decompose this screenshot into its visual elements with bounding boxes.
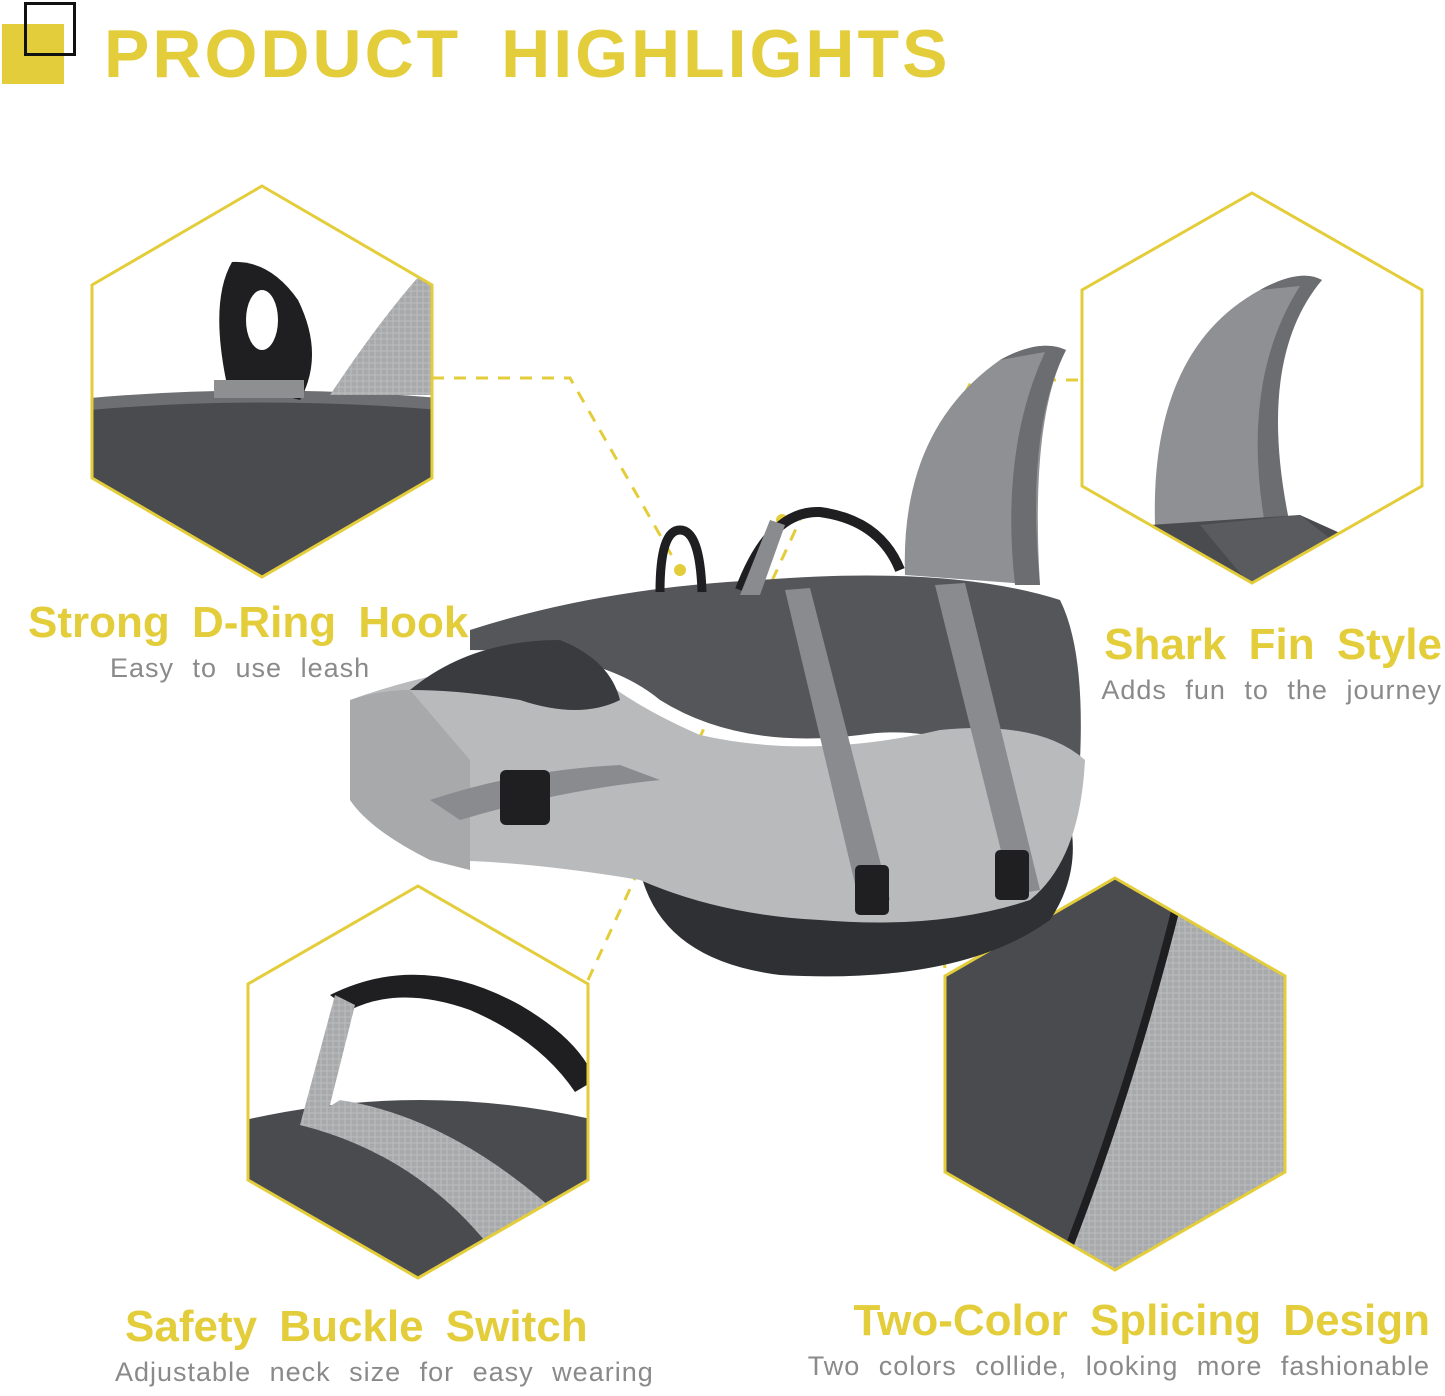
- title-square-icon: [2, 2, 80, 84]
- callout-dot-dring: [672, 562, 688, 578]
- detail-hexagon-fin: [1082, 193, 1422, 583]
- feature-title: Strong D-Ring Hook: [28, 598, 469, 647]
- detail-hexagon-buckle: [248, 886, 588, 1278]
- page-title: PRODUCT HIGHLIGHTS: [104, 16, 951, 92]
- feature-description: Adjustable neck size for easy wearing: [115, 1357, 654, 1387]
- feature-description: Easy to use leash: [110, 653, 371, 683]
- feature-shark-fin: Shark Fin Style Adds fun to the journey: [1080, 620, 1442, 706]
- feature-title: Shark Fin Style: [1104, 620, 1442, 669]
- shark-life-jacket: [350, 345, 1085, 977]
- feature-description: Adds fun to the journey: [1101, 675, 1442, 705]
- callout-line-dring: [432, 376, 682, 571]
- feature-dring-hook: Strong D-Ring Hook Easy to use leash: [28, 598, 468, 684]
- feature-description: Two colors collide, looking more fashion…: [807, 1351, 1430, 1381]
- feature-title: Two-Color Splicing Design: [853, 1296, 1430, 1345]
- detail-hexagon-dring: [92, 186, 432, 577]
- feature-two-color-splicing: Two-Color Splicing Design Two colors col…: [785, 1296, 1430, 1382]
- feature-title: Safety Buckle Switch: [125, 1302, 588, 1351]
- feature-safety-buckle: Safety Buckle Switch Adjustable neck siz…: [115, 1302, 654, 1388]
